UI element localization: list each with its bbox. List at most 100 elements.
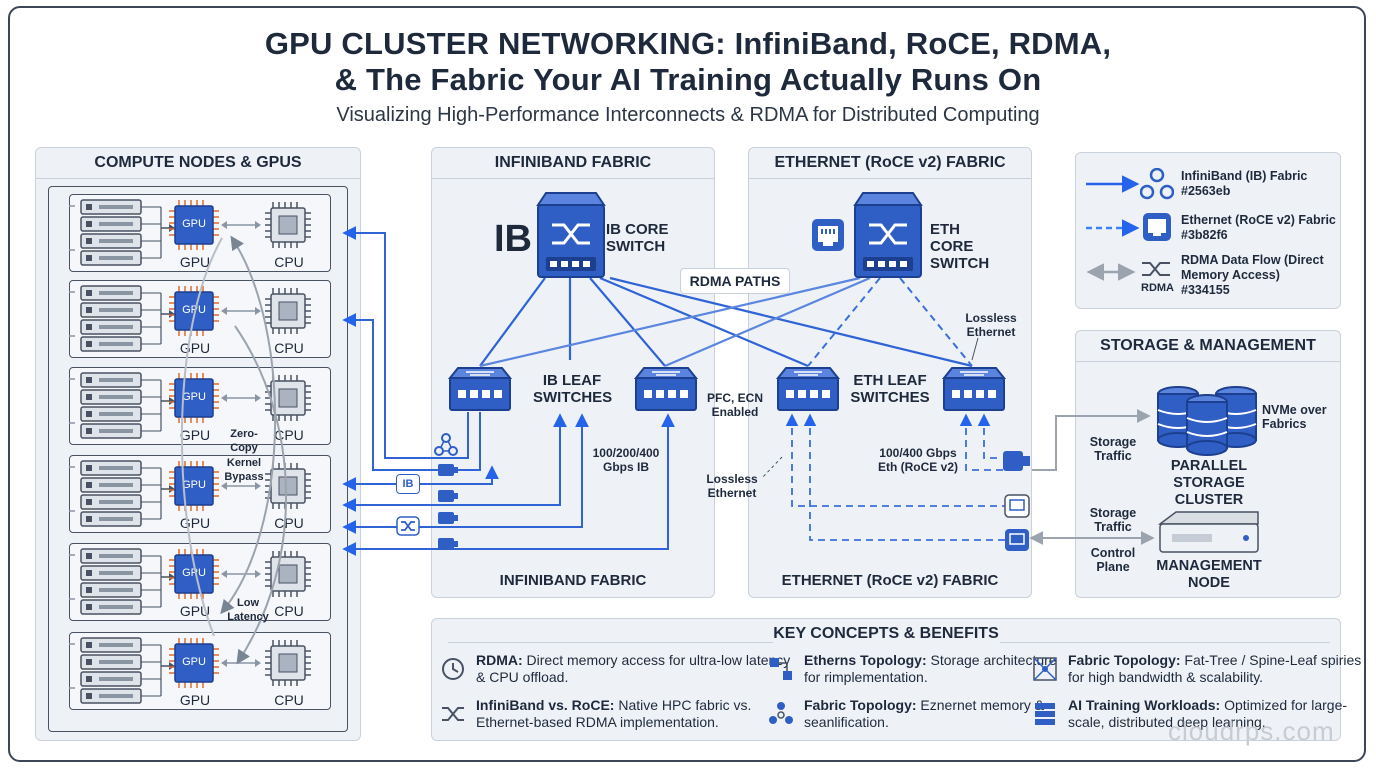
lossless-top-pointer <box>971 337 979 361</box>
legend-rdma-caption: RDMA <box>1141 282 1174 294</box>
compute-node: GPU GPU CPU <box>69 194 331 272</box>
concept-icon-0 <box>442 658 464 680</box>
concept-desc: Direct memory access for ultra-low laten… <box>476 652 791 685</box>
gpu-label: GPU <box>179 692 211 708</box>
gpu-chip-label: GPU <box>182 218 206 230</box>
server-stack-icon <box>69 285 311 352</box>
ib-leaf-switches-label: IB LEAF SWITCHES <box>533 372 613 406</box>
concept-item: InfiniBand vs. RoCE: Native HPC fabric v… <box>476 697 796 731</box>
concept-item: AI Training Workloads: Optimized for lar… <box>1068 697 1368 731</box>
parallel-storage-cluster-label: PARALLEL STORAGE CLUSTER <box>1170 458 1248 508</box>
ib-core-switch-label: IB CORE SWITCH <box>606 221 669 255</box>
rdma-arcs <box>180 235 287 665</box>
concept-icon-2 <box>770 658 792 680</box>
server-stack-icon <box>69 637 311 704</box>
concept-desc: Fat-Tree / Spine-Leaf spiries for high b… <box>1068 652 1362 685</box>
ib-network-icon <box>434 433 458 456</box>
concept-desc: Eznernet memory & seanlification. <box>804 697 1045 730</box>
pfc-ecn-label: PFC, ECN Enabled <box>706 391 763 419</box>
concept-item: RDMA: Direct memory access for ultra-low… <box>476 652 796 686</box>
storage-panel-title: STORAGE & MANAGEMENT <box>1076 331 1340 362</box>
server-stack-icon <box>69 548 311 615</box>
concepts-divider-left <box>448 642 773 643</box>
port-badge-icon <box>438 512 458 524</box>
concept-icon-1 <box>442 707 464 721</box>
cpu-label: CPU <box>274 692 304 708</box>
legend-rdma-icon <box>1142 262 1170 276</box>
server-stack-icon <box>69 199 311 266</box>
nvme-label: NVMe over Fabrics <box>1262 403 1327 431</box>
eth-fabric-footer: ETHERNET (RoCE v2) FABRIC <box>781 572 999 589</box>
zero-copy-label: Zero-Copy <box>230 428 258 454</box>
concept-item: Fabric Topology: Eznernet memory & seanl… <box>804 697 1062 731</box>
concept-term: Fabric Topology: <box>1068 652 1181 668</box>
concepts-title: KEY CONCEPTS & BENEFITS <box>773 625 999 642</box>
watermark: cloudrps.com <box>1168 716 1335 746</box>
compute-panel-title: COMPUTE NODES & GPUS <box>36 148 360 179</box>
gpu-chip-label: GPU <box>182 304 206 316</box>
kernel-bypass-label: Kernel Bypass <box>224 457 264 483</box>
legend-panel <box>1075 152 1341 309</box>
gpu-chip-label: GPU <box>182 567 206 579</box>
control-plane-label: Control Plane <box>1090 546 1136 574</box>
concept-term: Fabric Topology: <box>804 697 917 713</box>
lossless-ethernet-left-label: Lossless Ethernet <box>706 472 758 500</box>
cpu-label: CPU <box>274 515 304 531</box>
leaf-switch-icon <box>448 367 512 411</box>
concept-desc: Storage architecture for rimplementation… <box>804 652 1057 685</box>
legend-graphics <box>1086 175 1140 281</box>
legend-ib-label: InfiniBand (IB) Fabric <box>1181 169 1308 183</box>
concept-item: Etherns Topology: Storage architecture f… <box>804 652 1062 686</box>
eth-core-switch-icon <box>853 192 923 278</box>
cpu-label: CPU <box>274 603 304 619</box>
eth-core-leaf-dashed <box>807 277 973 367</box>
ib-core-switch-icon <box>536 192 606 278</box>
ib-badge: IB <box>396 474 420 494</box>
ib-fabric-footer: INFINIBAND FABRIC <box>499 572 647 589</box>
eth-core-switch-label: ETH CORE SWITCH <box>930 221 990 272</box>
rdma-paths-label: RDMA PATHS <box>680 268 790 294</box>
concept-term: AI Training Workloads: <box>1068 697 1221 713</box>
cpu-label: CPU <box>274 340 304 356</box>
concept-item: Fabric Topology: Fat-Tree / Spine-Leaf s… <box>1068 652 1368 686</box>
leaf-switch-icon <box>634 367 698 411</box>
ib-core-leaf-links <box>479 276 973 368</box>
rdma-shuffle-badge-icon <box>396 516 420 536</box>
ethernet-jack-icon-2 <box>1005 529 1029 551</box>
ib-fabric-title: INFINIBAND FABRIC <box>432 148 714 179</box>
server-stack-icon <box>69 372 311 439</box>
concept-icon-3 <box>769 702 793 724</box>
page-subtitle: Visualizing High-Performance Interconnec… <box>336 104 1040 126</box>
low-latency-label: Low Latency <box>227 597 269 623</box>
concept-icon-4 <box>1033 657 1057 681</box>
legend-rdma-code: #334155 <box>1181 283 1230 297</box>
concept-term: Etherns Topology: <box>804 652 927 668</box>
legend-rdma-label: RDMA Data Flow (Direct Memory Access) <box>1181 253 1324 282</box>
ethernet-port-icon <box>812 219 844 251</box>
storage-port-icon <box>1003 451 1030 471</box>
management-node-icon <box>1158 511 1259 553</box>
lossless-ethernet-top-label: Lossless Ethernet <box>965 311 1017 339</box>
eth-speed-label: 100/400 Gbps Eth (RoCE v2) <box>877 446 958 474</box>
eth-fabric-title: ETHERNET (RoCE v2) FABRIC <box>749 148 1031 179</box>
gpu-chip-label: GPU <box>182 479 206 491</box>
gpu-chip-label: GPU <box>182 391 206 403</box>
page-title-line1: GPU CLUSTER NETWORKING: InfiniBand, RoCE… <box>264 26 1112 61</box>
concept-desc: Native HPC fabric vs. Ethernet-based RDM… <box>476 697 752 730</box>
gpu-label: GPU <box>179 254 211 270</box>
cpu-label: CPU <box>274 254 304 270</box>
legend-ib-icon <box>1140 168 1174 200</box>
legend-eth-code: #3b82f6 <box>1181 228 1228 242</box>
legend-ethernet-icon <box>1143 213 1171 241</box>
concepts-panel: KEY CONCEPTS & BENEFITS <box>431 618 1341 741</box>
ib-logo: IB <box>494 218 532 260</box>
lossless-pointer <box>761 456 783 479</box>
port-badge-icon <box>438 464 458 476</box>
eth-leaf-dashed-links <box>785 413 1005 541</box>
concept-icon-5 <box>1035 703 1055 725</box>
eth-core-leaf-links <box>479 276 871 368</box>
port-badge-icon <box>438 490 458 502</box>
legend-ib-code: #2563eb <box>1181 184 1231 198</box>
